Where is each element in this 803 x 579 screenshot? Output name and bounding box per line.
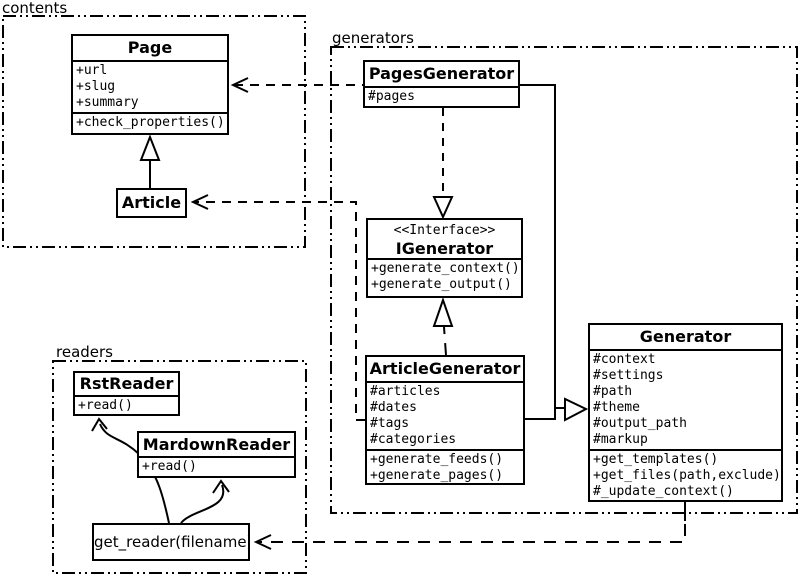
class-page: Page +url +slug +summary +check_properti… [71, 34, 229, 135]
class-mardownreader: MardownReader +read() [137, 431, 296, 478]
realization-articlegenerator-igenerator-triangle-icon [432, 296, 454, 327]
attribute: #articles [370, 384, 441, 399]
class-generator-attributes: #context #settings #path #theme #output_… [590, 349, 781, 449]
class-articlegenerator-methods: +generate_feeds() +generate_pages() [367, 449, 523, 483]
attribute: #path [593, 384, 633, 399]
function-get-reader: get_reader(filename) [92, 523, 250, 561]
class-articlegenerator: ArticleGenerator #articles #dates #tags … [365, 355, 525, 485]
class-pagesgenerator-attributes: #pages [365, 86, 518, 106]
attribute: #tags [370, 416, 410, 431]
dependency-pagesgenerator-page-arrow-icon [230, 77, 249, 93]
class-igenerator-title: IGenerator [395, 239, 494, 258]
class-mardownreader-methods: +read() [139, 456, 294, 476]
method: +generate_pages() [370, 468, 504, 483]
attribute: #context [593, 352, 656, 367]
class-articlegenerator-attributes: #articles #dates #tags #categories [367, 381, 523, 449]
method: +get_templates() [593, 452, 719, 467]
attribute: #dates [370, 400, 417, 415]
class-igenerator-methods: +generate_context() +generate_output() [368, 258, 521, 294]
attribute: #settings [593, 368, 664, 383]
attribute: #theme [593, 400, 640, 415]
attribute: #categories [370, 432, 457, 447]
realization-pagesgenerator-igenerator-triangle-icon [432, 196, 454, 220]
class-page-methods: +check_properties() [73, 112, 227, 132]
dependency-articlegenerator-article-line [194, 201, 365, 421]
generalization-article-page-triangle-icon [139, 134, 161, 161]
package-generators-border [330, 46, 798, 514]
class-rstreader-title: RstReader [79, 374, 174, 393]
method: +generate_context() [371, 261, 520, 276]
method: +read() [142, 459, 197, 474]
attribute: #output_path [593, 416, 687, 431]
realization-articlegenerator-igenerator-line [443, 326, 447, 356]
attribute: +url [76, 63, 108, 78]
class-generator-methods: +get_templates() +get_files(path,exclude… [590, 449, 781, 500]
class-rstreader-methods: +read() [75, 395, 178, 414]
class-article: Article [116, 188, 187, 218]
class-igenerator-stereotype: <<Interface>> [393, 223, 496, 238]
package-contents-border [2, 15, 306, 248]
attribute: #pages [368, 89, 415, 104]
class-pagesgenerator-title: PagesGenerator [368, 64, 515, 83]
class-article-title: Article [121, 193, 182, 212]
attribute: +summary [76, 95, 139, 110]
method: +generate_feeds() [370, 452, 504, 467]
method: #_update_context() [593, 484, 734, 499]
arrow-getreader-rstreader-arrow-icon [91, 417, 108, 432]
class-generator-title: Generator [639, 327, 732, 346]
method: +check_properties() [76, 115, 225, 130]
arrow-getreader-mardownreader-line [180, 484, 225, 524]
class-mardownreader-title: MardownReader [142, 435, 291, 454]
class-page-attributes: +url +slug +summary [73, 60, 227, 112]
class-rstreader: RstReader +read() [73, 371, 180, 416]
package-generators-label: generators [332, 29, 414, 47]
class-articlegenerator-title: ArticleGenerator [369, 359, 521, 378]
package-contents-label: contents [2, 0, 68, 17]
package-readers-label: readers [56, 343, 113, 361]
package-readers-border [52, 360, 307, 574]
generalization-generator-trunk-line [520, 84, 556, 420]
method: +read() [78, 398, 133, 413]
class-igenerator: <<Interface>> IGenerator +generate_conte… [366, 218, 523, 298]
dependency-generator-getreader-arrow-icon [253, 534, 272, 550]
dependency-articlegenerator-article-arrow-icon [190, 194, 209, 210]
attribute: +slug [76, 79, 116, 94]
class-page-title: Page [127, 38, 173, 57]
method: +get_files(path,exclude) [593, 468, 781, 483]
arrow-getreader-mardownreader-arrow-icon [212, 479, 230, 494]
generalization-generator-triangle-icon [564, 397, 589, 422]
attribute: #markup [593, 432, 648, 447]
class-pagesgenerator: PagesGenerator #pages [363, 60, 520, 108]
method: +generate_output() [371, 277, 512, 292]
class-generator: Generator #context #settings #path #them… [588, 323, 783, 502]
dependency-generator-getreader-line [257, 524, 686, 543]
